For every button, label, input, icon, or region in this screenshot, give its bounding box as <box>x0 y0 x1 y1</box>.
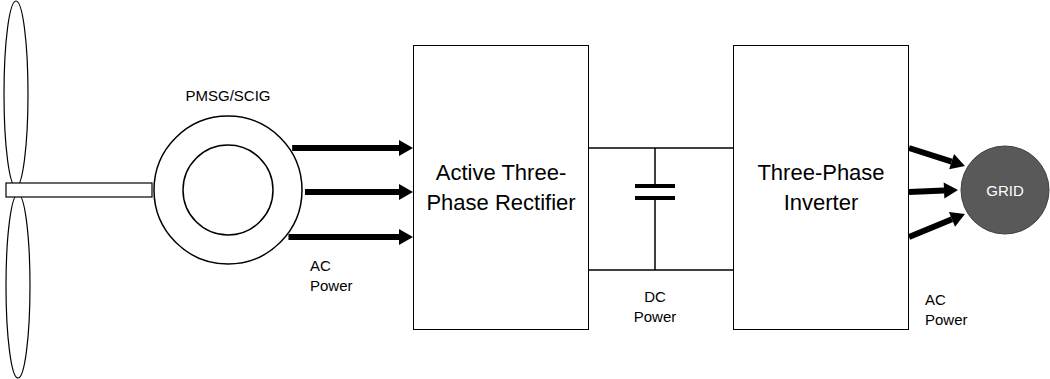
node-label: GRID <box>960 182 1050 199</box>
dc-bus-wire <box>589 148 733 149</box>
inverter-box: Three-Phase Inverter <box>733 45 909 330</box>
generator-circle-outline <box>153 115 303 265</box>
node-label: Active Three-Phase Rectifier <box>414 158 588 217</box>
turbine-blade <box>4 1 28 187</box>
power-arrow <box>909 183 958 199</box>
generator-circle: PMSG/SCIG <box>153 115 303 265</box>
power-arrow <box>305 184 413 200</box>
power-arrow <box>909 212 965 237</box>
power-label: AC Power <box>310 256 353 297</box>
power-arrow <box>909 148 965 169</box>
power-label: DC Power <box>634 287 677 328</box>
rectifier-box: Active Three-Phase Rectifier <box>413 45 589 330</box>
turbine-blade <box>6 194 30 378</box>
node-label: PMSG/SCIG <box>113 87 343 104</box>
turbine-shaft <box>6 183 152 197</box>
node-label: Three-Phase Inverter <box>734 158 908 217</box>
power-arrow <box>288 229 413 245</box>
grid-circle: GRID <box>960 145 1050 235</box>
dc-bus-wire <box>589 270 733 271</box>
power-label: AC Power <box>925 290 968 331</box>
power-arrow <box>292 140 413 156</box>
capacitor-symbol <box>635 148 675 270</box>
